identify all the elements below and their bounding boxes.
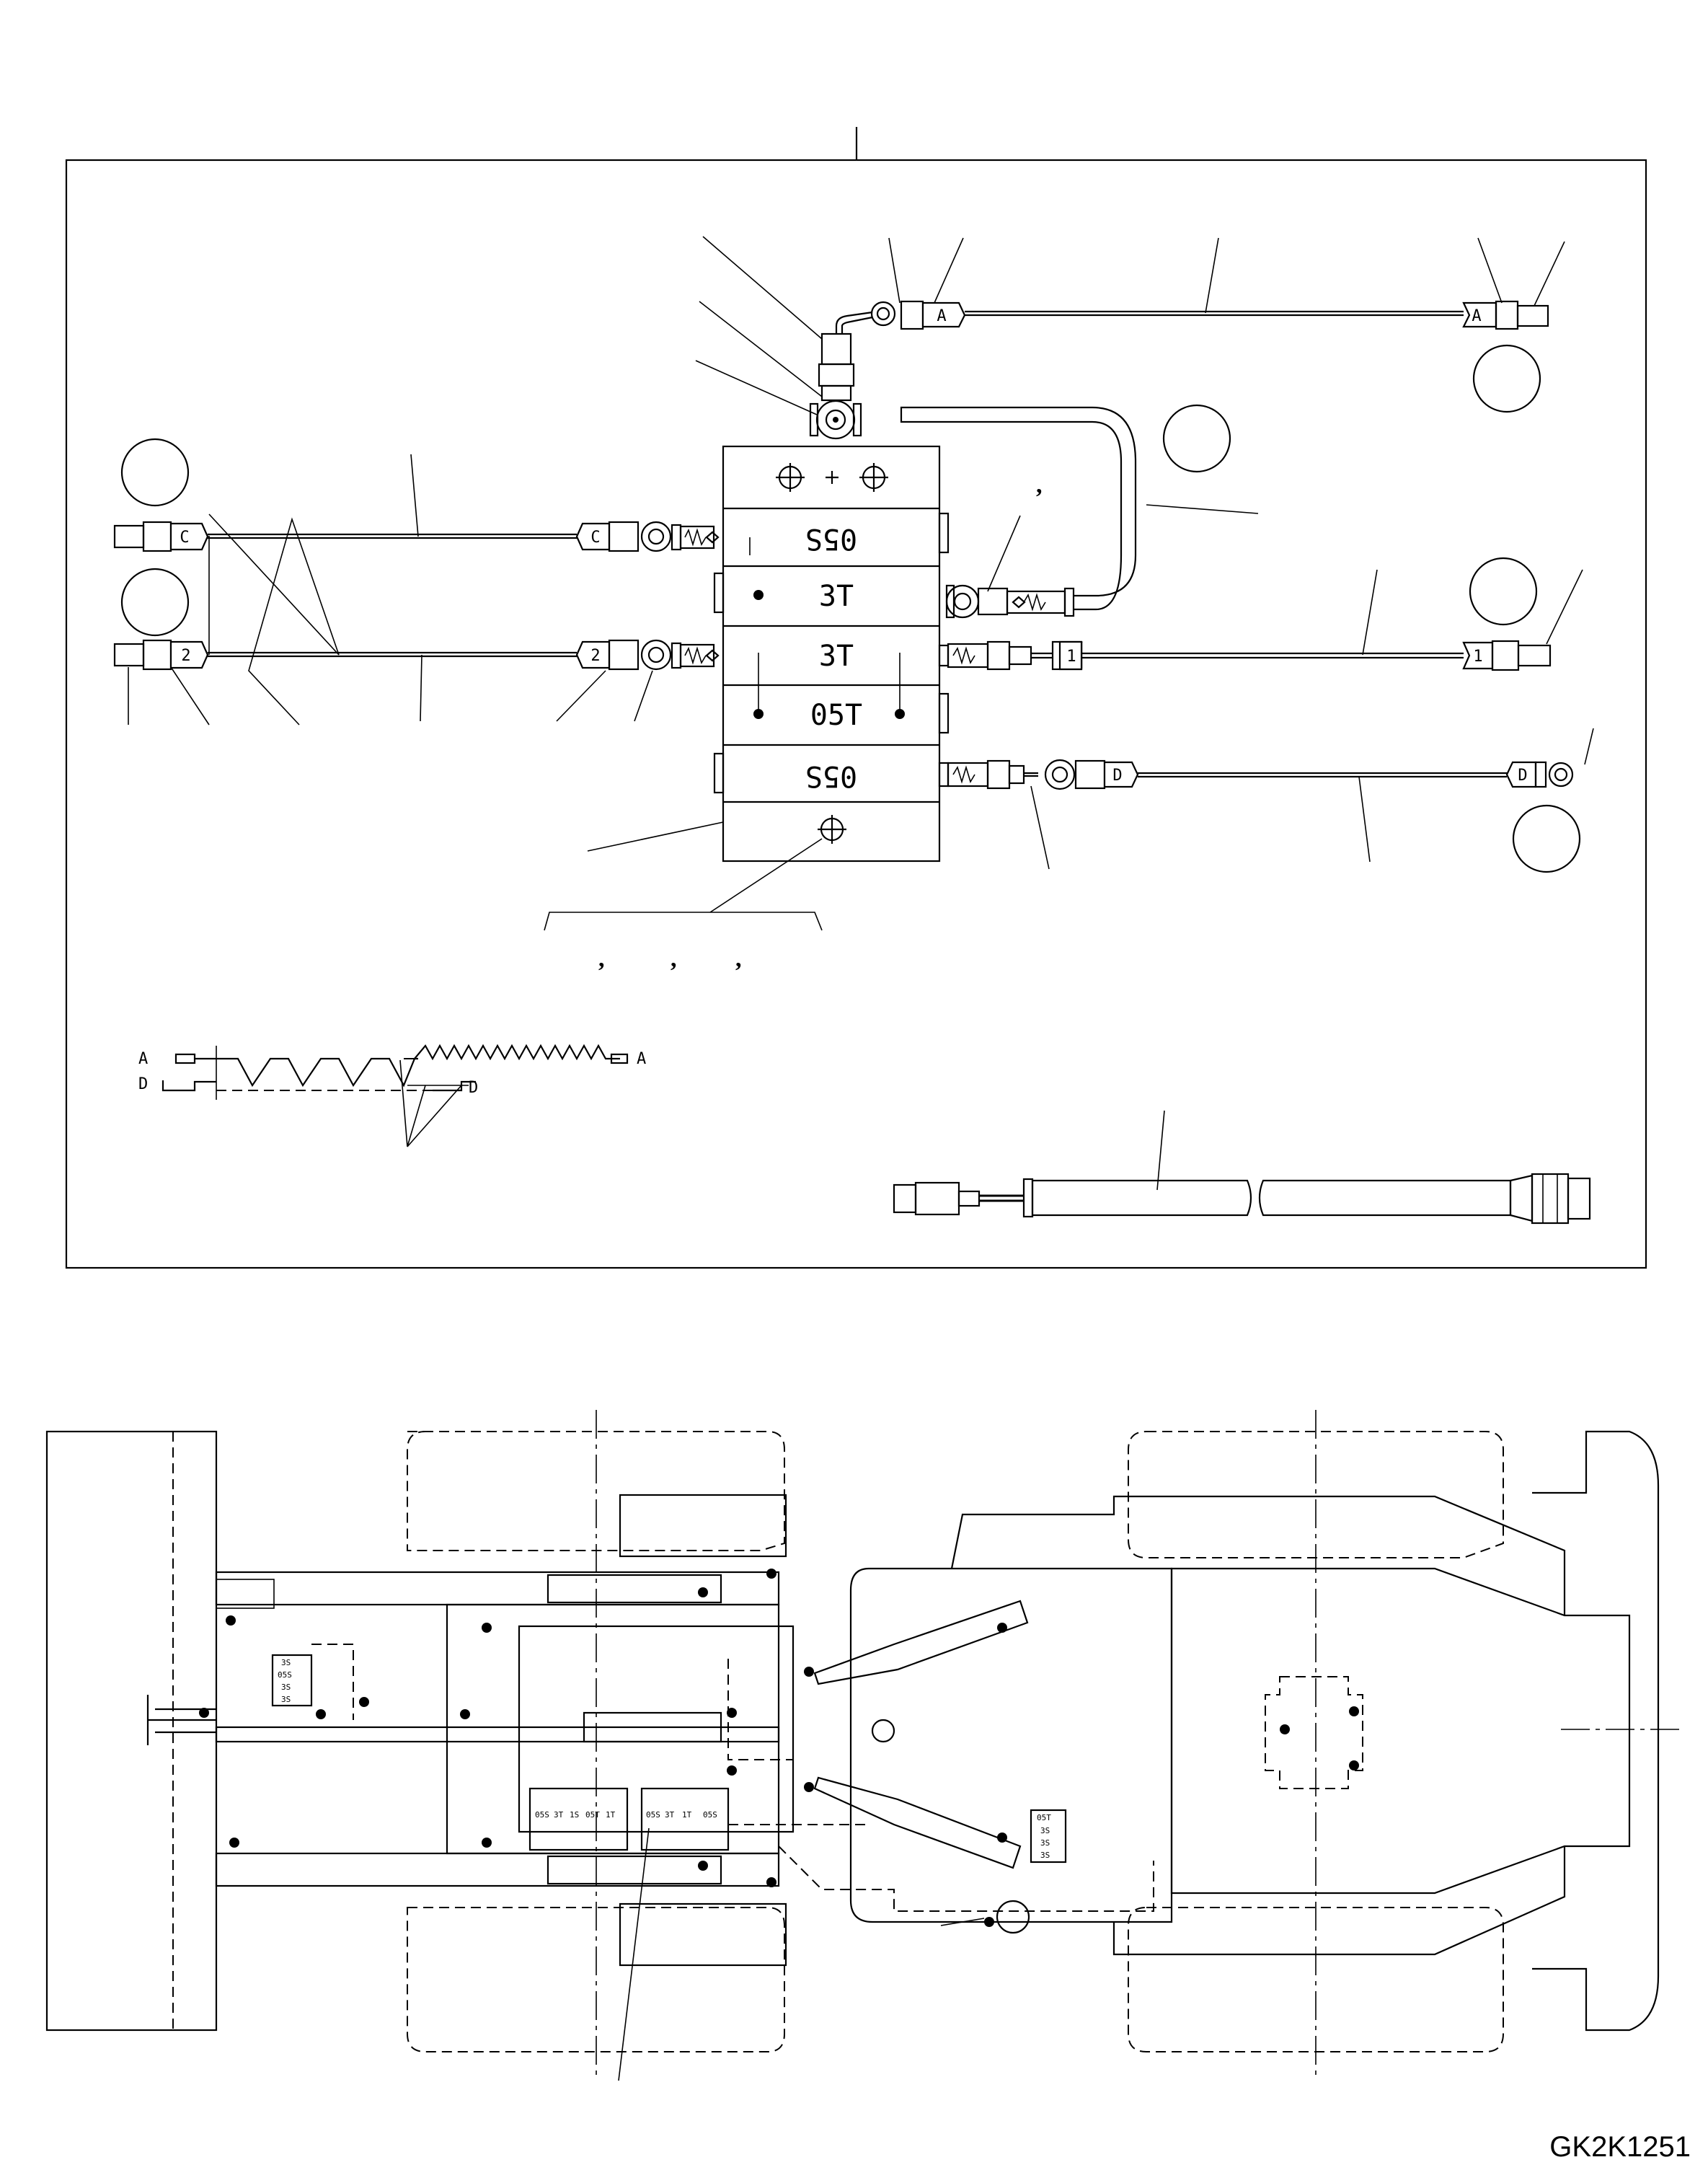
hose-2: 2 2: [113, 536, 720, 671]
center-block-label: 05S: [703, 1810, 717, 1820]
valve-section-label: 05S: [805, 759, 857, 793]
label-separators: , , , ,: [598, 472, 1043, 972]
callout-bubble: [120, 568, 190, 637]
center-block-label: 05S: [535, 1810, 549, 1820]
svg-text:,: ,: [598, 945, 605, 972]
hose-tag-a: A: [937, 307, 946, 325]
hose-tag-2: 2: [181, 647, 190, 665]
center-block-label: 3T: [554, 1810, 564, 1820]
center-block-label: 05T: [585, 1810, 600, 1820]
callout-bubble: [1472, 344, 1541, 413]
front-block-label: 3S: [281, 1658, 291, 1667]
rear-block-label: 3S: [1040, 1838, 1050, 1848]
rear-block-label: 05T: [1037, 1813, 1051, 1822]
rear-block-label: 3S: [1040, 1826, 1050, 1835]
front-block-label: 3S: [281, 1695, 291, 1704]
valve-section-label: 05S: [805, 522, 857, 555]
center-block-label: 1S: [570, 1810, 579, 1820]
center-block-label: 3T: [665, 1810, 675, 1820]
line-legend: A D A D: [138, 1044, 646, 1147]
valve-section-label: 05T: [810, 699, 862, 732]
front-block-label: 3S: [281, 1683, 291, 1692]
legend-label-a: A: [138, 1050, 148, 1068]
machine-overview: 3S 05S 3S 3S 05S 3T 1S 05T 1T 05S 3T 1T …: [45, 1410, 1680, 2081]
hose-tag-2: 2: [590, 647, 600, 665]
svg-text:,: ,: [671, 945, 677, 972]
hose-c: C C: [113, 521, 720, 552]
hose-tag-d: D: [1112, 767, 1122, 785]
hose-tag-d: D: [1518, 767, 1527, 785]
inlet-fitting: [809, 301, 896, 440]
hose-tag-c: C: [180, 529, 189, 547]
legend-label-a: A: [637, 1050, 646, 1068]
callout-bubble: [1162, 404, 1231, 473]
rear-block-label: 3S: [1040, 1851, 1050, 1860]
legend-label-d: D: [469, 1079, 478, 1097]
valve-section-label: 3T: [819, 580, 854, 613]
center-block-label: 1T: [682, 1810, 692, 1820]
divider-valve-block: 05S 3T 3T 05T 05S: [713, 445, 950, 863]
hose-d: D D: [938, 759, 1574, 790]
valve-section-label: 3T: [819, 640, 854, 673]
hose-a: A A: [900, 300, 1549, 330]
center-block-label: 05S: [646, 1810, 660, 1820]
grease-hose: [893, 1110, 1591, 1225]
callout-bubble: [1469, 557, 1538, 626]
detail-panel: [65, 127, 1647, 1269]
center-block-label: 1T: [606, 1810, 616, 1820]
front-block-label: 05S: [278, 1670, 292, 1680]
hose-tag-a: A: [1472, 307, 1481, 325]
callout-bubble: [120, 438, 190, 507]
hose-1: 1 1: [938, 640, 1552, 671]
bent-pipe: [900, 406, 1137, 619]
drawing-code: GK2K1251: [1549, 2131, 1691, 2163]
callout-bubbles: [120, 344, 1581, 873]
legend-label-d: D: [138, 1075, 148, 1093]
callout-bubble: [1512, 804, 1581, 873]
svg-text:,: ,: [735, 945, 742, 972]
svg-text:,: ,: [1036, 472, 1043, 498]
hose-tag-c: C: [590, 529, 600, 547]
hose-tag-1: 1: [1066, 648, 1076, 666]
hose-tag-1: 1: [1473, 648, 1482, 666]
leader-lines: [128, 236, 1594, 931]
